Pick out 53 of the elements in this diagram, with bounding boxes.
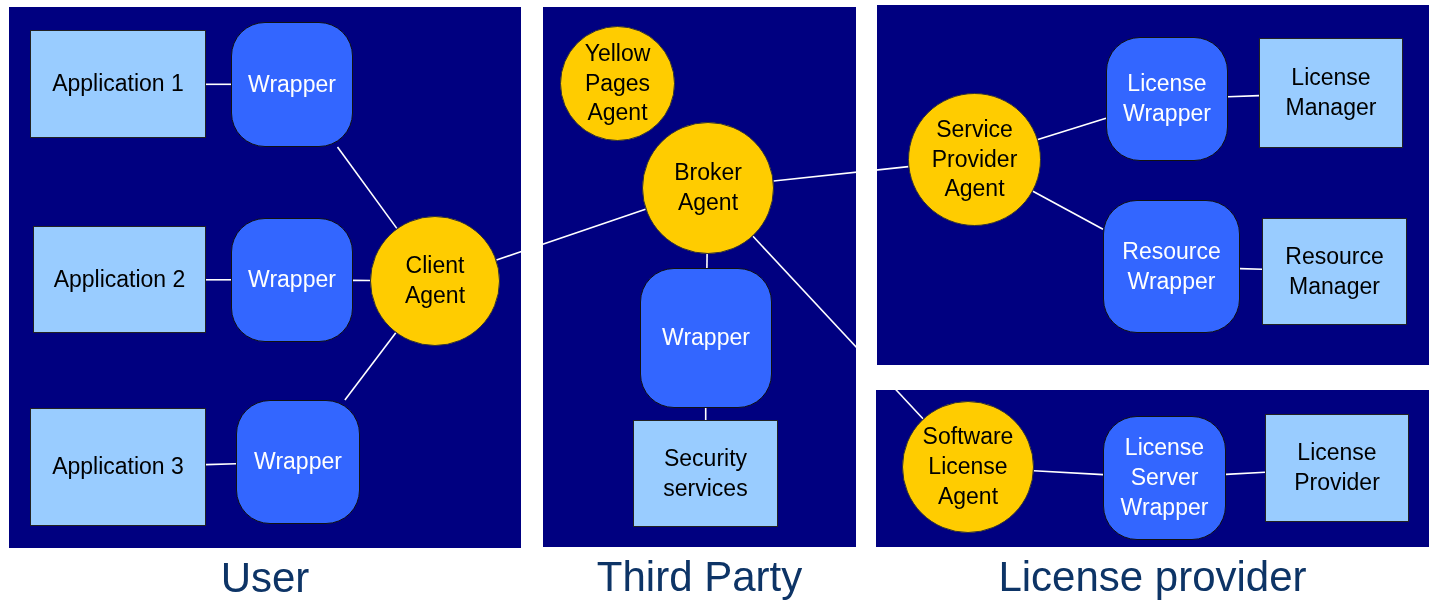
connector-line bbox=[1033, 469, 1104, 476]
component-box bbox=[33, 226, 206, 333]
component-box bbox=[633, 420, 778, 527]
connector-line bbox=[706, 253, 708, 269]
node-label: License Manager bbox=[1284, 63, 1378, 122]
component-box bbox=[1265, 414, 1409, 522]
group-heading: Third Party bbox=[595, 553, 804, 601]
wrapper-box bbox=[1103, 416, 1226, 540]
connector-line bbox=[344, 332, 397, 401]
node-label: Resource Manager bbox=[1284, 241, 1385, 301]
connector-line bbox=[772, 165, 910, 182]
group-heading: License provider bbox=[997, 553, 1308, 601]
connector-line bbox=[1037, 117, 1107, 141]
connector-line bbox=[1227, 94, 1260, 98]
node-label: Wrapper bbox=[247, 265, 337, 295]
node-label: License Server Wrapper bbox=[1119, 433, 1210, 522]
component-box bbox=[1259, 38, 1403, 148]
wrapper-box bbox=[231, 218, 353, 342]
connector-line bbox=[1225, 471, 1266, 476]
node-label: Software License Agent bbox=[921, 422, 1015, 511]
node-label: Client Agent bbox=[403, 251, 467, 310]
group-heading: User bbox=[219, 554, 311, 602]
wrapper-box bbox=[231, 22, 353, 147]
node-label: License Wrapper bbox=[1122, 69, 1212, 128]
node-label: Resource Wrapper bbox=[1121, 236, 1222, 296]
node-label: Wrapper bbox=[253, 447, 343, 477]
component-box bbox=[1262, 218, 1407, 325]
wrapper-box bbox=[1103, 200, 1240, 333]
connector-line bbox=[336, 146, 398, 230]
node-label: Wrapper bbox=[661, 323, 751, 353]
node-label: Broker Agent bbox=[673, 158, 743, 217]
connector-line bbox=[205, 83, 232, 86]
wrapper-box bbox=[236, 400, 360, 524]
connector-line bbox=[205, 462, 237, 466]
node-label: Application 1 bbox=[51, 69, 185, 99]
panel-background bbox=[877, 5, 1429, 365]
connector-line bbox=[205, 279, 232, 281]
connector-line bbox=[495, 208, 647, 261]
component-box bbox=[30, 30, 206, 138]
node-label: Yellow Pages Agent bbox=[583, 38, 652, 128]
wrapper-box bbox=[1106, 37, 1228, 161]
node-label: License Provider bbox=[1293, 438, 1381, 497]
node-label: Application 3 bbox=[51, 452, 185, 482]
connector-line bbox=[1032, 190, 1104, 231]
wrapper-box bbox=[640, 268, 772, 408]
node-label: Service Provider Agent bbox=[930, 114, 1019, 204]
connector-line bbox=[1239, 267, 1263, 271]
node-label: Security services bbox=[662, 443, 749, 503]
connector-line bbox=[752, 235, 924, 420]
node-label: Wrapper bbox=[247, 69, 337, 99]
component-box bbox=[30, 408, 206, 526]
node-label: Application 2 bbox=[52, 264, 187, 294]
connector-line bbox=[704, 407, 707, 421]
